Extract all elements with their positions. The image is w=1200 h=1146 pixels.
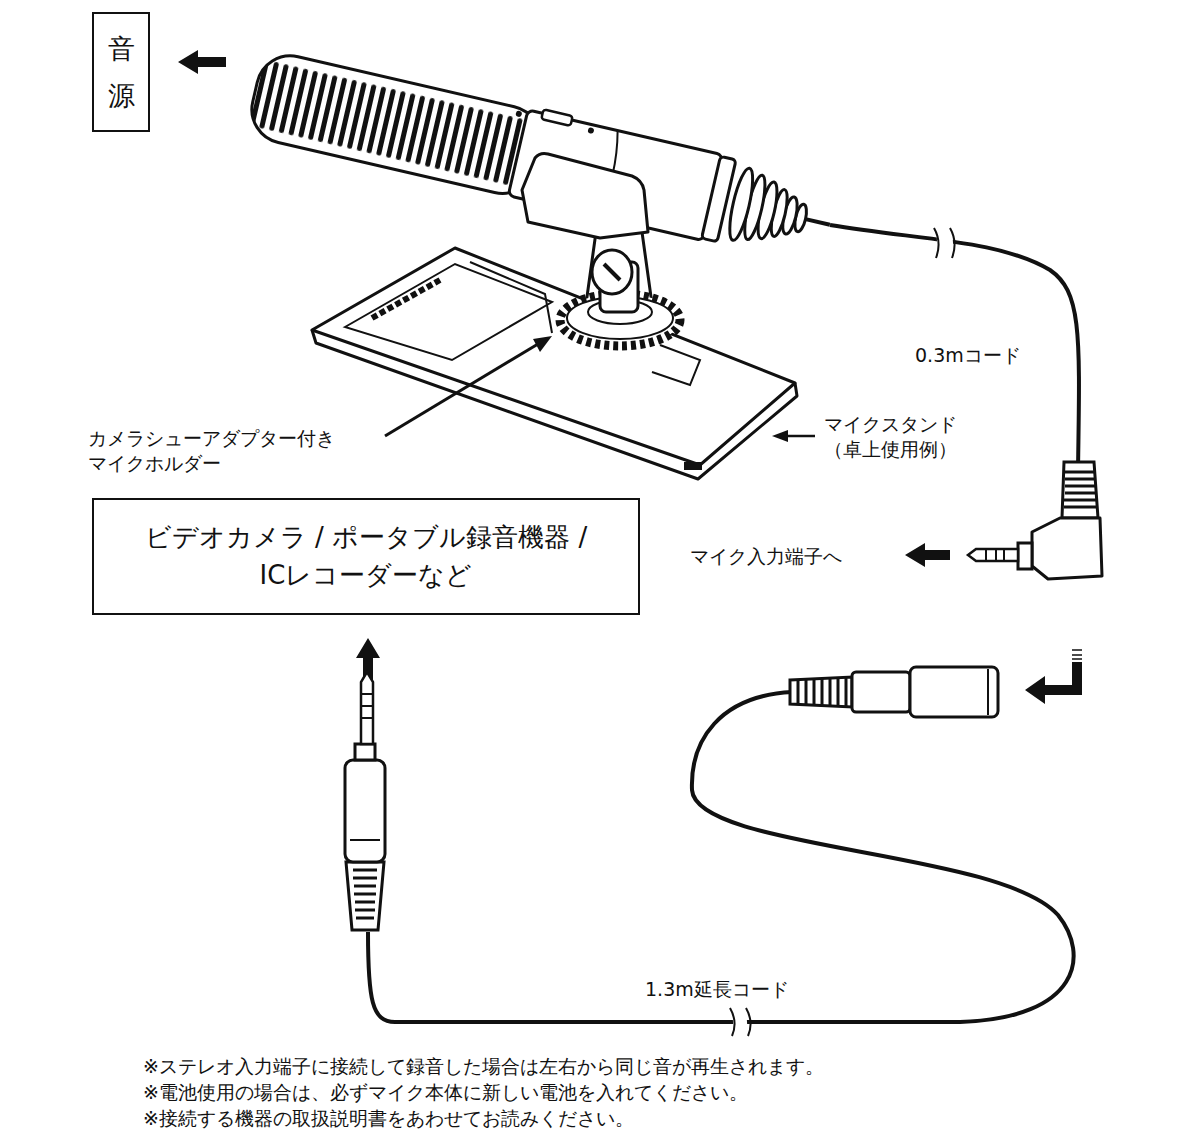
leader-head <box>533 336 552 352</box>
note: ※ステレオ入力端子に接続して録音した場合は左右から同じ音が再生されます。 <box>143 1054 1193 1079</box>
cord-length: 0.3mコード <box>915 343 1075 368</box>
mic-stand <box>312 248 797 479</box>
hook-arrow-fade <box>1072 650 1082 659</box>
stand-label: マイクスタンド （卓上使用例） <box>824 412 1004 461</box>
microphone <box>245 45 841 267</box>
break-mark <box>934 228 939 258</box>
hook-arrow <box>1025 662 1082 704</box>
device-box: ビデオカメラ / ポータブル録音機器 / ICレコーダーなど <box>92 498 640 615</box>
mic-dot <box>587 127 594 134</box>
break-mark <box>730 1008 735 1036</box>
screw-slot <box>604 264 620 280</box>
mic-grille <box>245 49 547 200</box>
female-jack <box>790 667 998 717</box>
plug-grip <box>1062 462 1098 518</box>
grip-ribs <box>1064 472 1096 507</box>
stand-logo <box>372 280 440 318</box>
holder-screw <box>592 250 632 294</box>
stand-panel <box>345 264 552 360</box>
stand-edge <box>470 262 552 333</box>
box-text: 音 源 <box>105 25 137 120</box>
mic-body <box>508 110 723 241</box>
grip-ribs <box>353 870 377 918</box>
note: ※電池使用の場合は、必ずマイク本体に新しい電池を入れてください。 <box>143 1080 1193 1105</box>
plug-pin <box>361 672 373 744</box>
source-box: 音 源 <box>92 12 150 132</box>
plug-body <box>345 760 385 862</box>
note: ※接続する機器の取扱説明書をあわせてお読みください。 <box>143 1106 1193 1131</box>
holder-post <box>586 232 652 304</box>
stand-slot <box>652 345 700 385</box>
stand-foot <box>684 462 702 470</box>
extension-cord <box>368 692 1074 1022</box>
jack-body <box>852 672 910 712</box>
strain-coil <box>725 166 757 242</box>
jack-grip <box>790 677 852 707</box>
input-arrow <box>905 543 950 567</box>
plug-collar <box>1018 543 1032 569</box>
stand-base <box>312 248 795 465</box>
cord-length: 1.3m延長コード <box>645 977 845 1002</box>
break-mark <box>746 1008 751 1036</box>
plug-body-seam <box>350 839 380 841</box>
grip-ribs <box>798 678 846 706</box>
right-angle-plug <box>968 462 1102 579</box>
plug-grip <box>346 862 384 930</box>
stand-leader <box>784 435 815 438</box>
pin-bands <box>986 549 1004 561</box>
input-label: マイク入力端子へ <box>690 544 900 569</box>
mic-holder <box>560 232 680 346</box>
box-text: ビデオカメラ / ポータブル録音機器 / ICレコーダーなど <box>116 519 616 594</box>
plug-body <box>1032 518 1102 579</box>
mic-switch <box>541 109 572 125</box>
straight-plug <box>345 672 385 930</box>
plug-collar <box>355 744 375 760</box>
plug-pin <box>968 549 1018 561</box>
socket-rim <box>987 669 989 715</box>
break-mark <box>950 228 955 258</box>
jack-socket <box>910 667 998 717</box>
holder-label: カメラシューアダプター付き マイクホルダー <box>88 426 388 475</box>
source-arrow <box>178 50 226 74</box>
holder-leader <box>385 344 538 436</box>
mic-cable-start <box>806 219 830 225</box>
mic-dot <box>515 110 522 117</box>
leader-head <box>772 430 788 442</box>
pin-bands <box>361 694 373 718</box>
holder-clip <box>522 154 648 239</box>
